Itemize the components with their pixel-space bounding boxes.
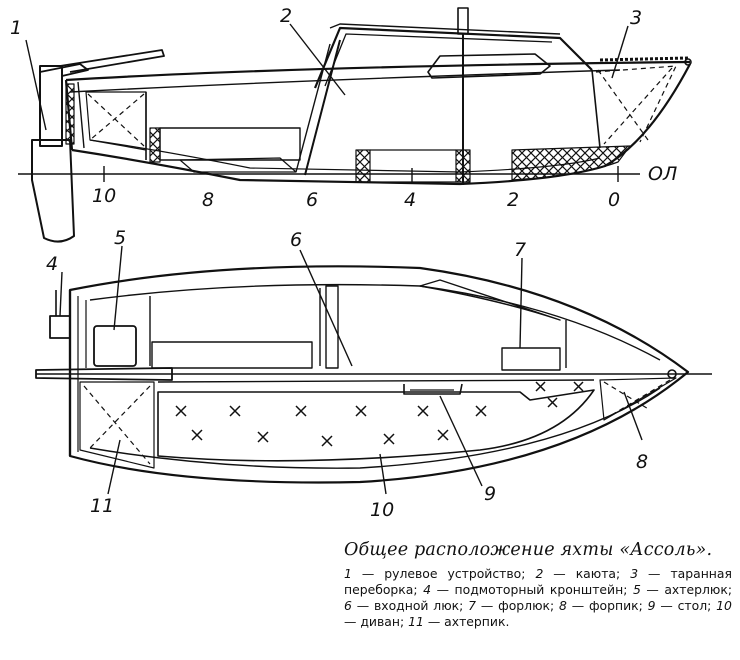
callout-8: 8 [636,451,648,473]
callout-7: 7 [514,239,526,261]
legend-text: диван [360,614,400,629]
legend-number: 8 [559,598,567,613]
legend-number: 4 [423,582,432,597]
legend-text: подмоторный кронштейн [454,582,624,597]
callout-11: 11 [90,495,114,517]
caption-legend: 1 — рулевое устройство; 2 — каюта; 3 — т… [344,566,732,629]
side-view-callouts [25,23,629,131]
plan-view-callouts [59,245,643,495]
legend-number: 2 [535,566,544,581]
table [403,383,463,395]
fore-hatch [501,347,561,371]
station-4: 4 [404,189,416,211]
station-0: 0 [608,189,620,211]
callout-2: 2 [280,5,292,27]
cabin-outline [313,26,593,89]
legend-text: форлюк [498,598,550,613]
legend-text: рулевое устройство [384,566,522,581]
cabin-window [427,53,551,79]
callout-3: 3 [630,7,642,29]
tiller [35,367,173,381]
settee-marks [175,381,584,447]
waterline-label: ОЛ [648,163,677,185]
side-view [18,7,692,243]
rudder-blade [31,139,75,243]
station-8: 8 [202,189,214,211]
caption-title: Общее расположение яхты «Ассоль». [344,540,713,560]
station-6: 6 [306,189,318,211]
callout-9: 9 [484,483,496,505]
station-ticks [103,166,619,184]
legend-number: 1 [344,566,352,581]
legend-number: 6 [344,598,352,613]
legend-text: ахтерлюк [664,582,728,597]
legend-number: 7 [468,598,477,613]
legend-text: таранная переборка [344,566,732,597]
legend-text: стол [677,598,708,613]
callout-10: 10 [370,499,394,521]
legend-number: 9 [647,598,656,613]
outboard-bracket [49,315,71,339]
callout-5: 5 [114,227,126,249]
station-10: 10 [92,185,116,207]
legend-text: входной люк [373,598,460,613]
plan-view [35,265,712,484]
legend-text: форпик [588,598,639,613]
callout-4: 4 [46,253,58,275]
callout-6: 6 [290,229,302,251]
hull-outline-plan [68,265,690,484]
legend-text: каюта [575,566,617,581]
callout-1: 1 [10,17,22,39]
figure-caption: Общее расположение яхты «Ассоль». 1 — ру… [344,540,732,630]
legend-number: 11 [408,614,424,629]
legend-number: 5 [632,582,641,597]
floor-block [355,149,371,183]
legend-number: 10 [716,598,732,613]
station-2: 2 [507,189,519,211]
aft-hatch [93,325,137,367]
legend-text: ахтерпик [444,614,506,629]
legend-number: 3 [630,566,639,581]
settee [157,389,595,462]
yacht-drawing: 1 2 3 ОЛ 10 8 6 4 2 0 [10,5,712,521]
